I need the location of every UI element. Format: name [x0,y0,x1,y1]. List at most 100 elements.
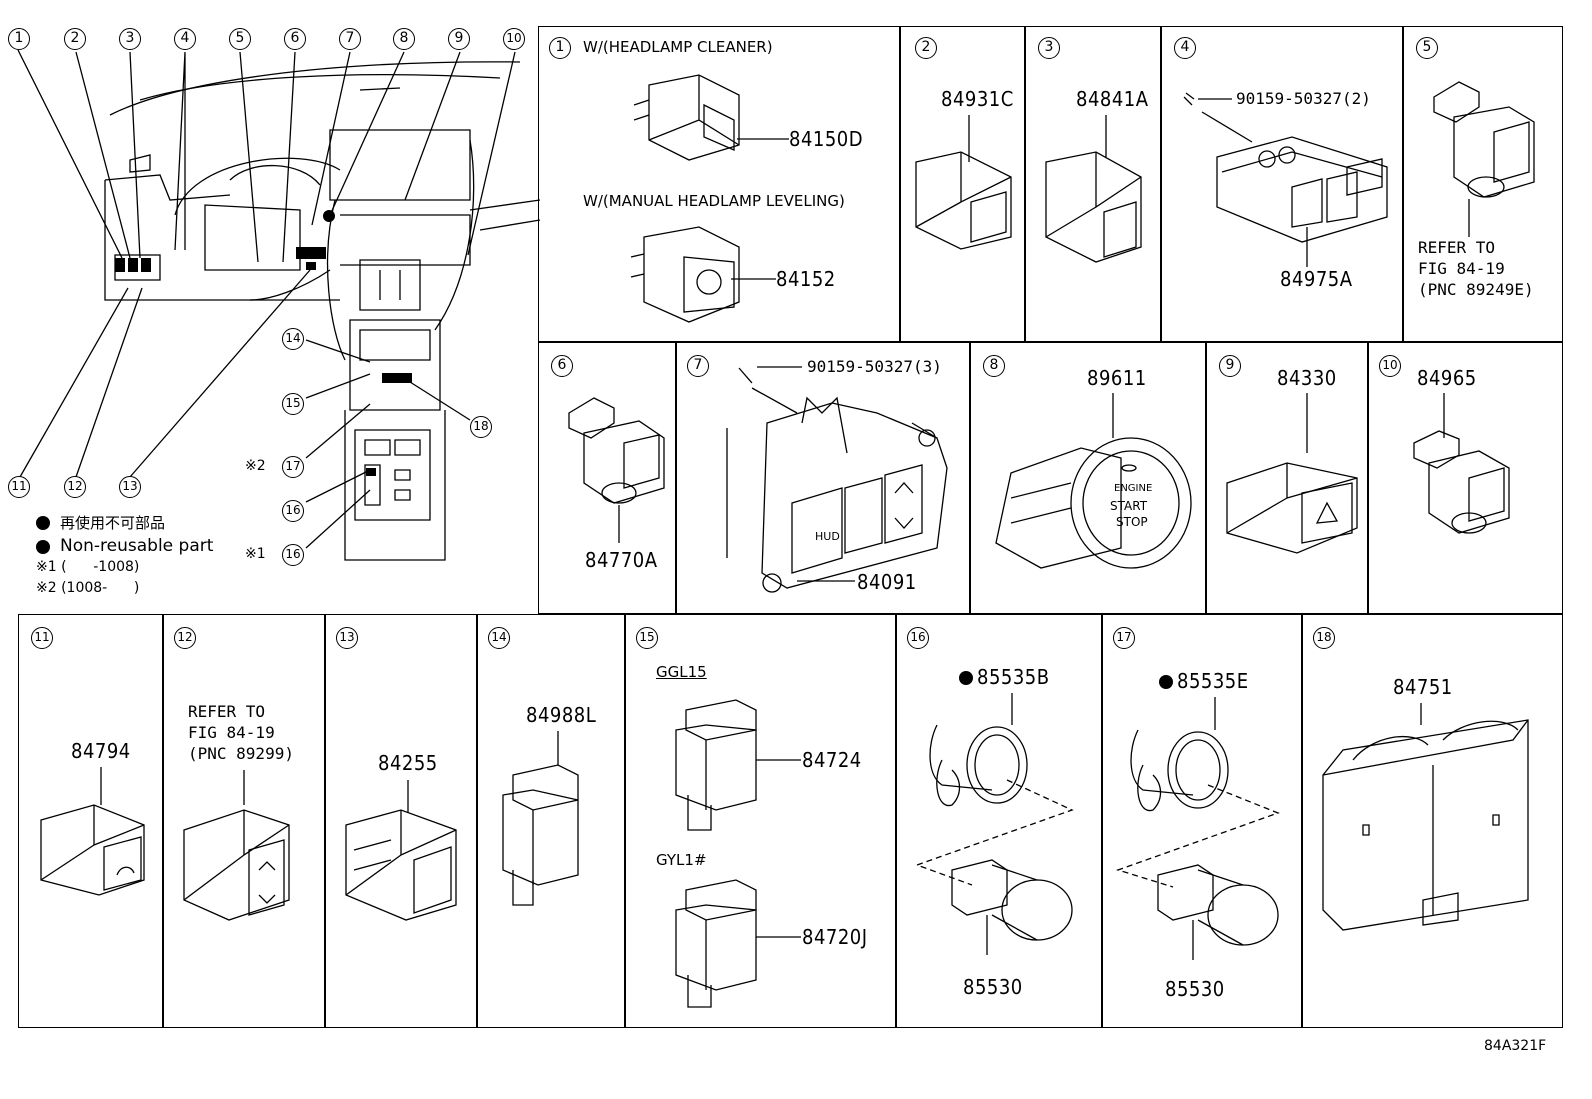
part-84965: 84965 [1417,366,1477,390]
panel-2: 2 84931C [900,26,1025,342]
panel-10-number: 10 [1379,355,1401,377]
switch-refer-89299-drawing [183,770,290,921]
part-84841A: 84841A [1076,87,1149,111]
part-84794: 84794 [71,739,131,763]
part-84751: 84751 [1393,675,1453,699]
switch-84720j-drawing [675,879,801,1008]
callout-15: 15 [282,393,304,415]
leader-84152 [731,278,776,280]
panel-6-number: 6 [551,355,573,377]
refer-line-3: (PNC 89249E) [1418,280,1534,299]
switch-84841a-drawing [1045,115,1142,263]
panel-11: 11 84794 [18,614,163,1028]
switch-84770a-drawing [568,397,665,543]
callout-2: 2 [64,28,86,50]
panel-6: 6 84770A [538,342,676,614]
switch-marker-1 [115,258,125,272]
panel-14: 14 84988L [477,614,625,1028]
panel-13: 13 84255 [325,614,477,1028]
panel-15-number: 15 [636,627,658,649]
switch-refer-89249e-drawing [1433,81,1535,237]
switch-marker-13 [306,262,316,270]
panel-8-number: 8 [983,355,1005,377]
non-reusable-dot-17 [1159,675,1173,689]
panel-17: 17 85535E 85530 [1102,614,1302,1028]
panel-17-number: 17 [1113,627,1135,649]
panel-7-number: 7 [687,355,709,377]
panel-13-number: 13 [336,627,358,649]
callout-14: 14 [282,328,304,350]
panel-11-number: 11 [31,627,53,649]
panel-18: 18 84751 [1302,614,1563,1028]
panel-1-header: W/(HEADLAMP CLEANER) [583,38,773,56]
panel-16: 16 85535B 85530 [896,614,1102,1028]
switch-marker-8 [323,210,335,222]
callout-18: 18 [470,416,492,438]
socket-16-drawing [915,693,1074,955]
switch-84794-drawing [40,767,145,896]
part-85530-16: 85530 [963,975,1023,999]
panel-8: 8 89611 ENGINE START STOP [970,342,1206,614]
switch-marker-2 [128,258,138,272]
switch-84931c-drawing [915,115,1012,250]
callout-10: 10 [503,28,525,50]
callout-12: 12 [64,476,86,498]
panel-2-number: 2 [915,37,937,59]
switch-84724-drawing [675,699,801,831]
part-85535E: 85535E [1177,669,1249,693]
variant-gyl1: GYL1# [656,851,707,869]
panel-1-number: 1 [549,37,571,59]
button-hud-label: HUD [815,530,840,543]
part-84931C: 84931C [941,87,1014,111]
callout-16b: 16 [282,544,304,566]
callout-5: 5 [229,28,251,50]
callout-13: 13 [119,476,141,498]
callout-4: 4 [174,28,196,50]
non-reusable-dot-16 [959,671,973,685]
part-84770A: 84770A [585,548,658,572]
callout-9: 9 [448,28,470,50]
switch-84152-drawing [630,226,740,323]
panel-5-number: 5 [1416,37,1438,59]
panel-18-number: 18 [1313,627,1335,649]
part-90159-50327-3: 90159-50327(3) [807,357,942,376]
button-engine: ENGINE [1114,483,1153,494]
figure-code: 84A321F [1484,1038,1547,1054]
part-84720J: 84720J [802,925,868,949]
part-84255: 84255 [378,751,438,775]
panel-9: 9 84330 [1206,342,1368,614]
callout-1: 1 [8,28,30,50]
switch-marker-3 [141,258,151,272]
panel-16-number: 16 [907,627,929,649]
part-84152: 84152 [776,267,836,291]
panel-1: 1 W/(HEADLAMP CLEANER) 84150D W/(MANUAL … [538,26,900,342]
switch-84091-drawing [726,366,948,593]
switch-marker-16 [366,468,376,476]
part-84988L: 84988L [526,703,597,727]
dashboard-outline-drawing [17,49,541,561]
leader-84150d [737,138,789,140]
panel-9-number: 9 [1219,355,1241,377]
variant-ggl15: GGL15 [656,663,707,681]
callout-8: 8 [393,28,415,50]
panel-12-number: 12 [174,627,196,649]
part-89611: 89611 [1087,366,1147,390]
engine-start-button-drawing [995,393,1192,569]
part-85530-17: 85530 [1165,977,1225,1001]
note-mark-1: ※1 [245,546,266,562]
refer-12-line-2: FIG 84-19 [188,723,275,742]
callout-7: 7 [339,28,361,50]
note-mark-2: ※2 [245,458,266,474]
button-start: START [1110,499,1148,513]
panel-3-number: 3 [1038,37,1060,59]
socket-17-drawing [1115,697,1280,960]
switch-84975a-drawing [1183,92,1388,267]
panel-10: 10 84965 [1368,342,1563,614]
refer-12-line-1: REFER TO [188,702,266,721]
callout-6: 6 [284,28,306,50]
callout-11: 11 [8,476,30,498]
panel-4: 4 90159-50327(2) 84975A [1161,26,1403,342]
panel-15: 15 GGL15 84724 GYL1# 84720J [625,614,896,1028]
panel-12: 12 REFER TO FIG 84-19 (PNC 89299) [163,614,325,1028]
legend-en: Non-reusable part [60,536,214,556]
